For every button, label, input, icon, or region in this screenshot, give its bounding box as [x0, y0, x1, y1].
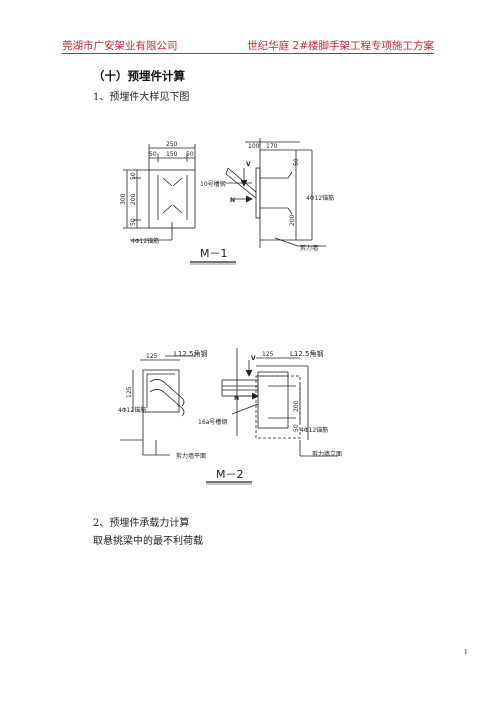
m1-dim-250: 250 [166, 141, 178, 148]
section-title: （十）预埋件计算 [93, 69, 185, 83]
m1-label-wall: 剪力墙 [300, 244, 318, 252]
paragraph-1: 1、预埋件大样见下图 [93, 92, 190, 103]
m1-dim-side-50: 50 [293, 158, 300, 166]
page-number: 1 [464, 649, 468, 656]
m1-label-n: N [230, 197, 235, 204]
m1-label-anchor-right: 4Φ12锚筋 [306, 194, 334, 202]
page-header: 莞湖市广安架业有限公司 世纪华庭 2#楼脚手架工程专项施工方案 [62, 38, 434, 56]
m1-dim-50a: 50 [149, 151, 157, 158]
m1-label-channel: 10号槽钢 [200, 180, 226, 188]
m2-dim-125-left-v: 125 [126, 386, 133, 398]
m1-dim-170: 170 [266, 143, 278, 150]
m1-dim-150: 150 [166, 151, 178, 158]
header-rule [62, 53, 434, 54]
m1-dim-300: 300 [120, 193, 127, 205]
m2-label-angle-right: L12.5角钢 [290, 349, 324, 358]
m2-dim-125b: 125 [262, 351, 274, 358]
m2-label-anchor-left: 4Φ12锚筋 [118, 406, 146, 414]
paragraph-3: 取悬挑梁中的最不利荷载 [93, 536, 203, 547]
m2-label-wall-plan: 剪力墙平面 [176, 452, 206, 460]
m1-caption: M－1 [200, 247, 228, 260]
m2-dim-125a: 125 [146, 353, 158, 360]
paragraph-2: 2、预埋件承载力计算 [93, 518, 190, 529]
company-name: 莞湖市广安架业有限公司 [62, 40, 178, 52]
m2-label-v: V [251, 355, 256, 362]
m2-label-angle-left: L12.5角钢 [174, 349, 208, 358]
m1-label-anchor-left: 4Φ12锚筋 [131, 237, 159, 245]
m1-dim-100: 100 [248, 143, 260, 150]
m2-dim-50: 50 [293, 424, 300, 432]
m2-caption: M－2 [216, 468, 244, 481]
m2-label-n: N [234, 395, 239, 402]
m2-label-anchor-right: 4Φ12锚筋 [300, 426, 328, 434]
m1-dim-50b: 50 [186, 151, 194, 158]
m2-label-channel: 16a号槽钢 [198, 418, 227, 426]
m1-dim-side-200: 200 [289, 214, 296, 226]
m1-dim-200: 200 [130, 193, 137, 205]
m1-dim-50c: 50 [130, 172, 137, 180]
m2-label-wall-elev: 剪力墙立面 [312, 450, 342, 458]
m2-dim-200: 200 [293, 400, 300, 412]
m1-dim-50d: 50 [130, 218, 137, 226]
m1-label-v: V [246, 161, 251, 168]
project-name: 世纪华庭 2#楼脚手架工程专项施工方案 [247, 40, 434, 52]
